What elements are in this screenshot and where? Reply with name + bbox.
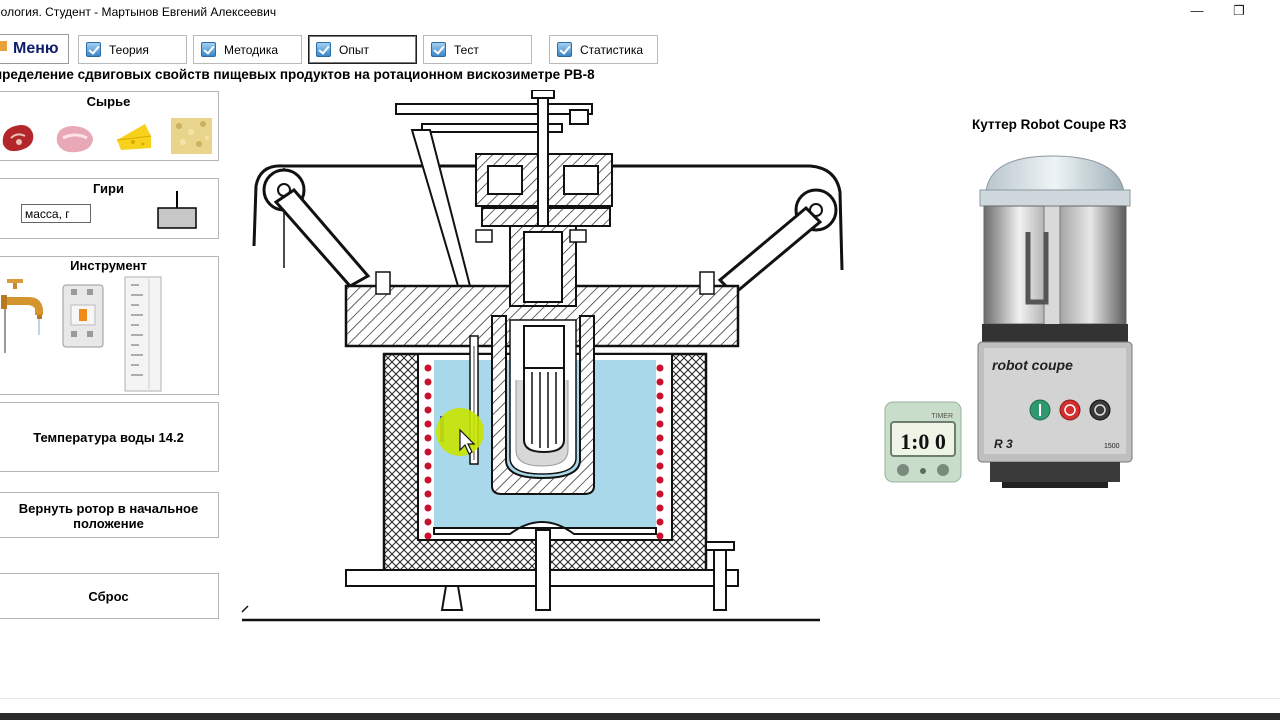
tab-test[interactable]: Тест bbox=[423, 35, 532, 64]
timer-display: 1:0 0 bbox=[900, 429, 946, 454]
tab-label: Статистика bbox=[580, 42, 644, 57]
tab-label: Опыт bbox=[339, 42, 369, 57]
tools-icons bbox=[1, 276, 162, 392]
timer-button-left[interactable] bbox=[897, 464, 909, 476]
circuit-breaker-icon[interactable] bbox=[62, 284, 104, 348]
checkbox-icon bbox=[431, 42, 446, 57]
reset-rotor-button[interactable]: Вернуть ротор в начальное положение bbox=[0, 492, 219, 538]
tab-label: Теория bbox=[109, 42, 149, 57]
taskbar bbox=[0, 713, 1280, 720]
restore-button[interactable]: ❐ bbox=[1233, 3, 1245, 18]
tab-label: Тест bbox=[454, 42, 479, 57]
weights-title: Гири bbox=[93, 181, 124, 196]
ruler-icon[interactable] bbox=[124, 276, 162, 392]
window-title-bar: еология. Студент - Мартынов Евгений Алек… bbox=[0, 0, 1280, 26]
page-title: пределение сдвиговых свойств пищевых про… bbox=[0, 67, 595, 82]
viscometer-diagram bbox=[241, 90, 844, 622]
menu-label: Меню bbox=[13, 40, 59, 57]
cursor-icon bbox=[459, 428, 476, 455]
timer-device[interactable]: TIMER 1:0 0 bbox=[883, 400, 963, 484]
water-temperature-panel: Температура воды 14.2 bbox=[0, 402, 219, 472]
tab-theory[interactable]: Теория bbox=[78, 35, 187, 64]
tools-panel: Инструмент bbox=[0, 256, 219, 395]
minced-icon[interactable] bbox=[171, 118, 212, 154]
raw-materials-icons bbox=[2, 118, 212, 154]
reset-button[interactable]: Сброс bbox=[0, 573, 219, 619]
status-divider bbox=[0, 698, 1280, 699]
checkbox-icon bbox=[316, 42, 331, 57]
rotor bbox=[523, 367, 565, 454]
heater-left bbox=[424, 364, 432, 540]
window-title: еология. Студент - Мартынов Евгений Алек… bbox=[0, 5, 277, 19]
timer-button-right[interactable] bbox=[937, 464, 949, 476]
cutter-machine[interactable]: robot coupe R 3 1500 bbox=[972, 152, 1136, 492]
reset-rotor-label: Вернуть ротор в начальное положение bbox=[18, 501, 199, 531]
heater-right bbox=[656, 364, 664, 540]
brand-logo: robot coupe bbox=[992, 357, 1073, 373]
cheese-icon[interactable] bbox=[116, 124, 152, 150]
pulse-button[interactable] bbox=[1089, 399, 1111, 421]
tools-title: Инструмент bbox=[70, 258, 147, 273]
mass-input[interactable] bbox=[21, 204, 91, 223]
tab-label: Методика bbox=[224, 42, 279, 57]
stop-button[interactable] bbox=[1059, 399, 1081, 421]
checkbox-icon bbox=[557, 42, 572, 57]
raw-materials-title: Сырье bbox=[86, 94, 131, 109]
timer-label: TIMER bbox=[931, 413, 953, 420]
meat-icon[interactable] bbox=[2, 125, 34, 152]
tab-experiment[interactable]: Опыт bbox=[308, 35, 417, 64]
water-temperature-value: Температура воды 14.2 bbox=[33, 430, 184, 445]
cutter-title: Куттер Robot Coupe R3 bbox=[972, 117, 1127, 132]
model-sub-label: 1500 bbox=[1104, 443, 1120, 450]
tab-statistics[interactable]: Статистика bbox=[549, 35, 658, 64]
faucet-icon[interactable] bbox=[1, 279, 43, 353]
pork-icon[interactable] bbox=[56, 126, 93, 153]
weights-panel: Гири bbox=[0, 178, 219, 239]
minimize-button[interactable]: — bbox=[1190, 3, 1204, 18]
home-icon bbox=[0, 41, 7, 51]
tab-method[interactable]: Методика bbox=[193, 35, 302, 64]
raw-materials-panel: Сырье bbox=[0, 91, 219, 161]
menu-button[interactable]: Меню bbox=[0, 34, 69, 64]
checkbox-icon bbox=[86, 42, 101, 57]
weight-icon[interactable] bbox=[157, 191, 199, 231]
model-label: R 3 bbox=[994, 437, 1013, 451]
reset-label: Сброс bbox=[88, 589, 129, 604]
checkbox-icon bbox=[201, 42, 216, 57]
